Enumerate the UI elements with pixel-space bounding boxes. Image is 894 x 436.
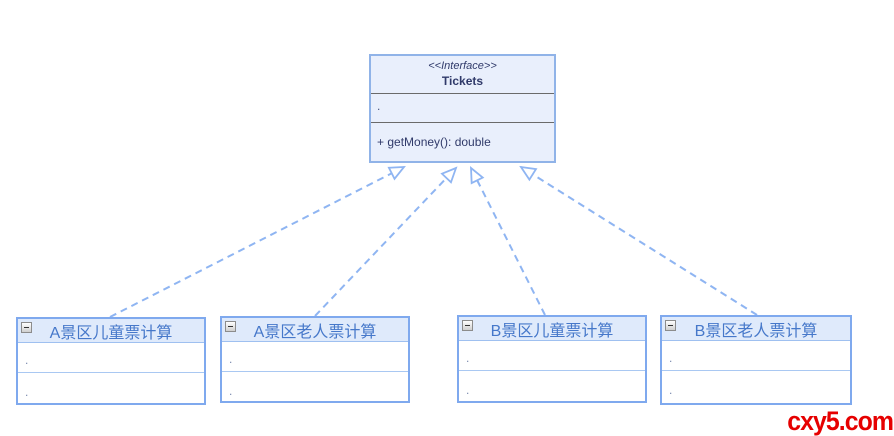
class-header: A景区儿童票计算 <box>18 319 204 343</box>
interface-stereotype-label: <<Interface>> <box>428 60 497 73</box>
class-operations-compartment: . <box>229 384 233 398</box>
interface-box-tickets[interactable]: <<Interface>> Tickets . + getMoney(): do… <box>369 54 556 163</box>
realization-connector[interactable] <box>471 168 546 316</box>
class-name-label: B景区儿童票计算 <box>490 322 614 340</box>
collapse-minus-icon[interactable] <box>225 321 236 332</box>
class-operations-compartment: . <box>466 383 470 397</box>
interface-header: <<Interface>> Tickets <box>371 56 554 93</box>
class-box-a-child-ticket[interactable]: A景区儿童票计算 . . <box>16 317 206 405</box>
class-operations-compartment: . <box>25 385 29 399</box>
class-fields-compartment: . <box>459 341 645 371</box>
collapse-minus-icon[interactable] <box>21 322 32 333</box>
class-header: B景区老人票计算 <box>662 317 850 341</box>
class-name-label: A景区老人票计算 <box>253 323 377 341</box>
class-fields-compartment: . <box>662 341 850 371</box>
class-fields-compartment: . <box>222 342 408 372</box>
realization-connector[interactable] <box>314 168 456 317</box>
realization-connector[interactable] <box>109 167 404 318</box>
collapse-minus-icon[interactable] <box>665 320 676 331</box>
class-name-label: B景区老人票计算 <box>694 322 818 340</box>
class-name-label: A景区儿童票计算 <box>49 324 173 342</box>
class-box-b-child-ticket[interactable]: B景区儿童票计算 . . <box>457 315 647 403</box>
class-box-a-senior-ticket[interactable]: A景区老人票计算 . . <box>220 316 410 403</box>
realization-connector[interactable] <box>521 167 758 316</box>
interface-name-label: Tickets <box>441 73 484 88</box>
class-operations-compartment: . <box>669 383 673 397</box>
interface-operations-compartment: + getMoney(): double <box>371 122 554 161</box>
class-header: B景区儿童票计算 <box>459 317 645 341</box>
class-header: A景区老人票计算 <box>222 318 408 342</box>
class-box-b-senior-ticket[interactable]: B景区老人票计算 . . <box>660 315 852 405</box>
interface-fields-compartment: . <box>371 93 554 122</box>
collapse-minus-icon[interactable] <box>462 320 473 331</box>
watermark-text: cxy5.com <box>787 406 894 436</box>
class-fields-compartment: . <box>18 343 204 373</box>
